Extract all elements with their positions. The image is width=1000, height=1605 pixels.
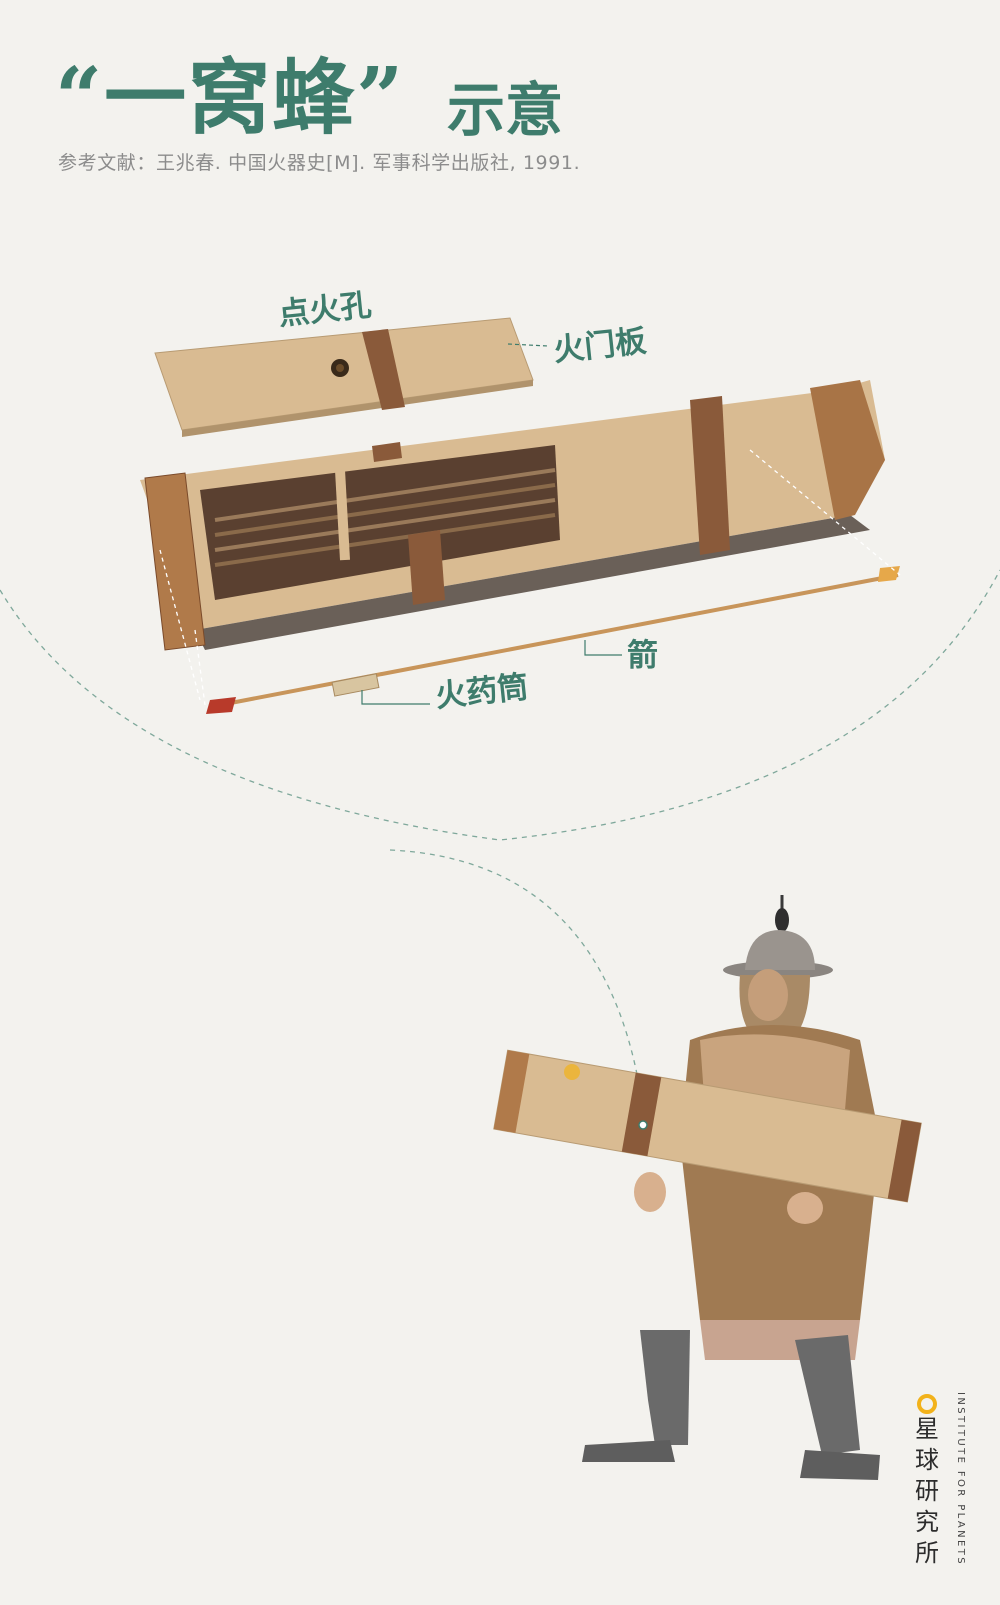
leader-arrow [584, 640, 622, 656]
soldier-figure [493, 895, 922, 1480]
carried-box [493, 1049, 922, 1203]
loose-arrow [206, 566, 900, 714]
leader-box-outline [159, 449, 901, 706]
brand-logo: 星球研究所 INSTITUTE FOR PLANETS [915, 1392, 985, 1567]
brand-dot-icon [917, 1394, 937, 1414]
leader-powder-tube [361, 690, 430, 705]
dashed-arc-decoration [0, 569, 1000, 841]
brand-name-en: INSTITUTE FOR PLANETS [955, 1392, 966, 1566]
arrow-box [140, 380, 885, 651]
dashed-connector-to-soldier [389, 849, 641, 1091]
brand-name-cn: 星球研究所 [915, 1415, 939, 1567]
page-subtitle: 示意 [447, 76, 564, 144]
page-title: “一窝蜂” [55, 50, 406, 146]
reference-citation: 参考文献：王兆春. 中国火器史[M]. 军事科学出版社, 1991. [58, 152, 581, 174]
label-arrow: 箭 [627, 638, 658, 674]
fire-door-board [154, 317, 534, 437]
powder-tube-on-arrow [331, 673, 380, 697]
